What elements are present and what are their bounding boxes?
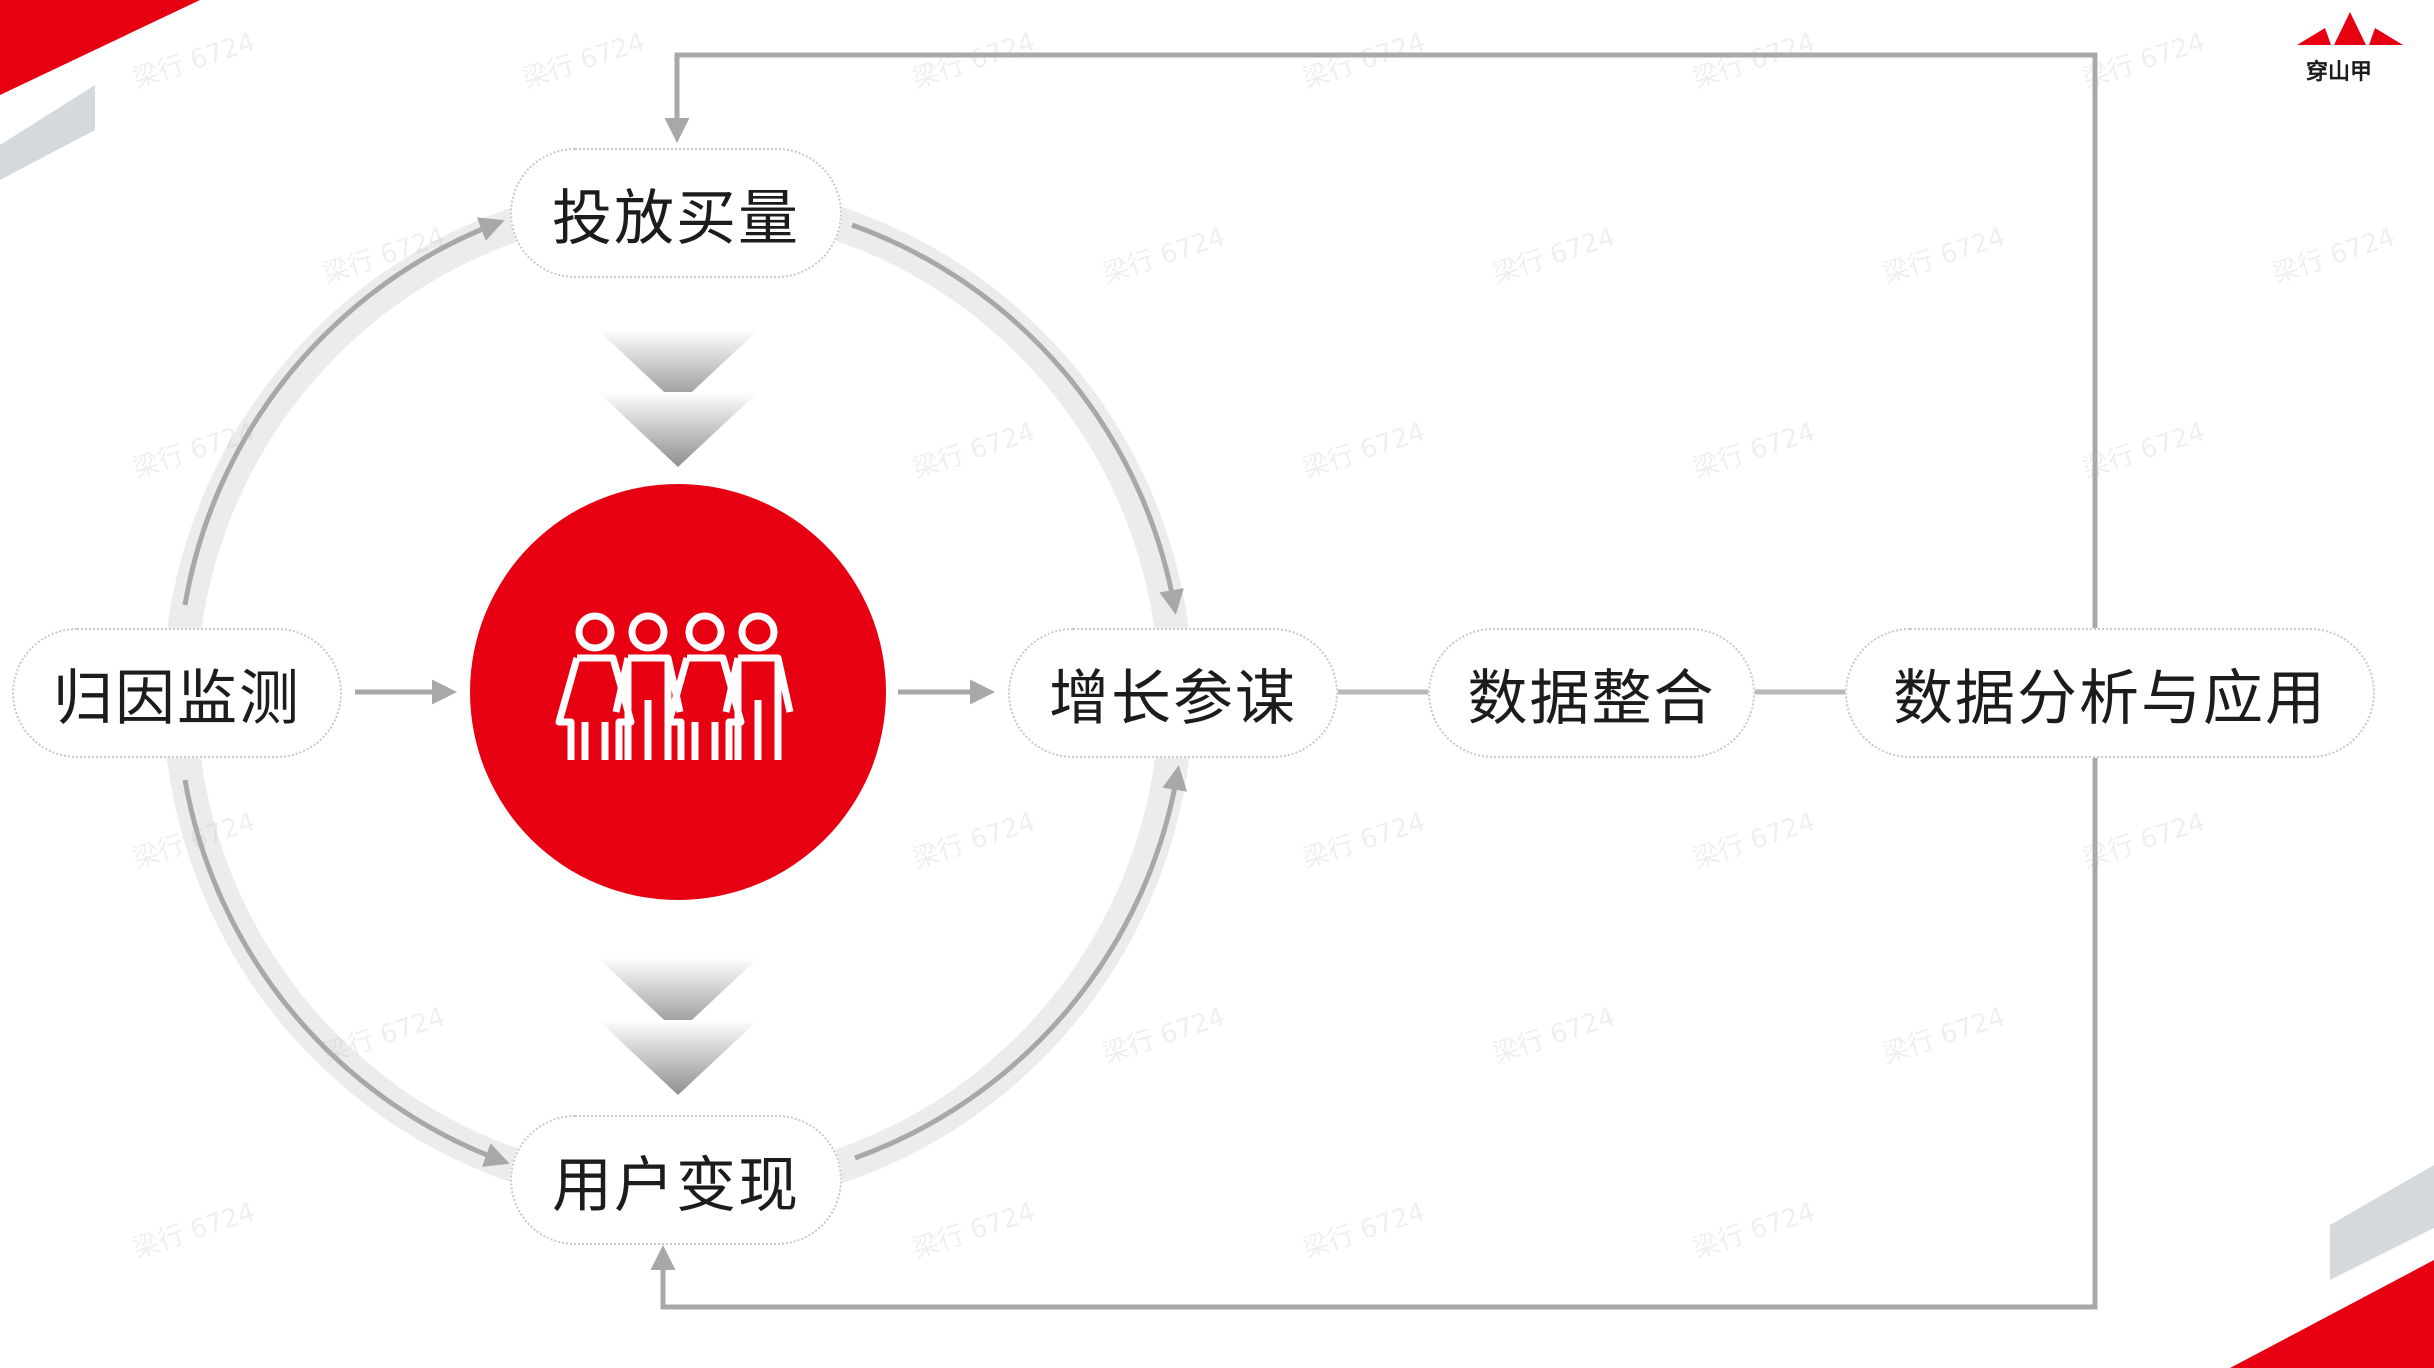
corner-gray-bottom-right <box>2330 1165 2434 1280</box>
node-guiyin-jiance: 归因监测 <box>12 628 342 758</box>
corner-red-bottom-right <box>2230 1260 2434 1368</box>
four-people-icon <box>555 612 794 760</box>
corner-red-top-left <box>0 0 200 95</box>
node-yonghu-bianxian: 用户变现 <box>510 1115 842 1245</box>
corner-gray-top-left <box>0 85 95 180</box>
arrow-guiyin-to-toufang <box>182 217 505 606</box>
arrow-guiyin-to-bianxian <box>182 779 510 1167</box>
node-shuju-zhenghe: 数据整合 <box>1428 628 1755 758</box>
logo-text: 穿山甲 <box>2305 60 2372 85</box>
arrow-toufang-to-zengzhang <box>851 222 1184 615</box>
chevron-down-icon-top <box>598 330 758 467</box>
node-toufang-maoliang: 投放买量 <box>510 148 842 278</box>
arrow-bianxian-to-zengzhang <box>854 765 1188 1161</box>
logo-mark-icon <box>2297 12 2403 45</box>
feedback-loop-bottom <box>650 758 2098 1310</box>
node-shuju-fenxi-yingyong: 数据分析与应用 <box>1845 628 2375 758</box>
logo: 穿山甲 <box>2284 12 2394 86</box>
node-zengzhang-canmou: 增长参谋 <box>1008 628 1338 758</box>
chevron-down-icon-bottom <box>598 958 758 1095</box>
feedback-loop-top <box>664 52 2098 628</box>
